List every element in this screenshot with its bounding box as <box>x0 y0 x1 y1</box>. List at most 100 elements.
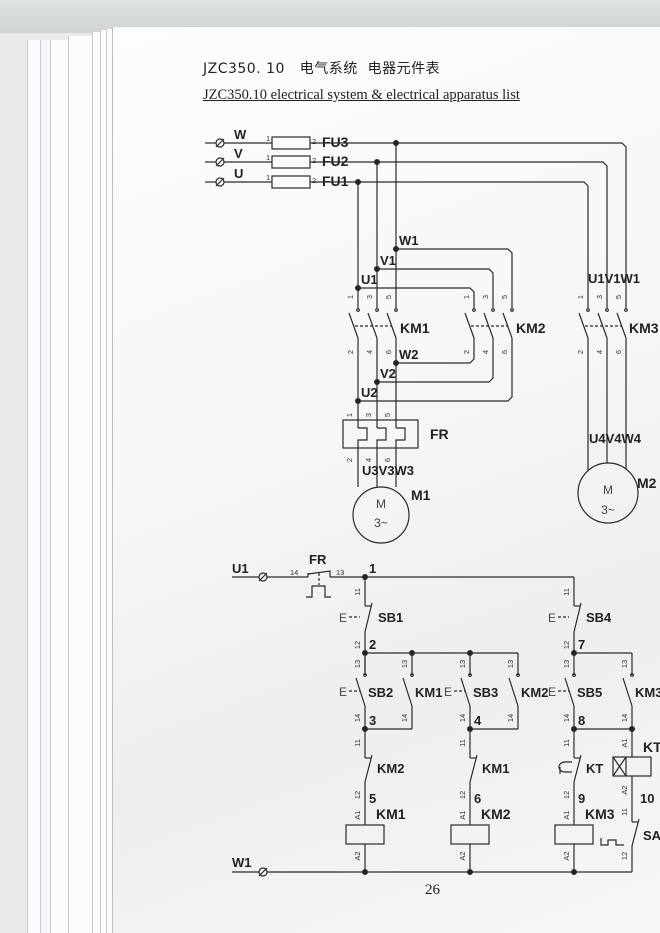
pin-number: A2 <box>562 851 571 860</box>
thermal-relay-fr <box>342 419 419 449</box>
pin-number: 14 <box>620 714 629 722</box>
label-sb5: SB5 <box>577 685 602 700</box>
junction-dot <box>374 379 381 386</box>
pin-number: 6 <box>500 350 509 354</box>
node-label-v1: V1 <box>380 253 396 268</box>
interlock-km1 <box>469 754 478 783</box>
contact-terminal <box>510 308 514 312</box>
pin-number: 2 <box>346 350 355 354</box>
push-button-icon: E <box>339 685 347 699</box>
fuse-label-fu3: FU3 <box>322 134 349 150</box>
motor-symbol: M <box>603 483 613 497</box>
node-label-w2: W2 <box>399 347 419 362</box>
pin-number: 1 <box>576 295 585 299</box>
pin-number: 13 <box>562 660 571 668</box>
coil-km1 <box>345 824 385 845</box>
start-button-sb3 <box>460 677 471 707</box>
contactor-label-km1: KM1 <box>400 320 430 336</box>
phase-bus-w <box>310 142 627 308</box>
motor-phase: 3~ <box>374 516 388 530</box>
terminal-slash <box>258 572 268 582</box>
pin-number: A2 <box>458 851 467 860</box>
motor-phase: 3~ <box>601 503 615 517</box>
pin-number: 2 <box>312 176 316 185</box>
pin-number: 13 <box>400 660 409 668</box>
pin-number: 1 <box>462 295 471 299</box>
junction-dot <box>570 868 577 875</box>
switch-label-sa: SA <box>643 828 660 843</box>
pin-number: 12 <box>458 791 467 799</box>
label-km3: KM3 <box>635 685 660 700</box>
contact-terminal <box>630 673 634 677</box>
contact-terminal <box>624 308 628 312</box>
time-delay-icon <box>558 761 572 774</box>
motor-label-m2: M2 <box>637 475 657 491</box>
aux-contact-km3 <box>622 677 633 707</box>
motor-m2 <box>577 462 639 524</box>
contact-terminal <box>491 308 495 312</box>
power-contact-km3 <box>578 312 589 339</box>
contactor-label-km3: KM3 <box>629 320 659 336</box>
phase-label-u: U <box>234 166 243 181</box>
phase-label-w: W <box>234 127 247 142</box>
pin-number: 3 <box>365 295 374 299</box>
pin-number: 6 <box>614 350 623 354</box>
push-button-icon: E <box>444 685 452 699</box>
pin-number: 13 <box>336 568 344 577</box>
pin-number: 13 <box>620 660 629 668</box>
branch-w1 <box>396 248 513 308</box>
supply-label-u1: U1 <box>232 561 249 576</box>
terminal-slash <box>215 138 225 148</box>
pin-number: 11 <box>620 808 629 816</box>
pin-number: 14 <box>458 714 467 722</box>
power-contact-km2 <box>464 312 475 339</box>
pin-number: 3 <box>481 295 490 299</box>
pin-number: 14 <box>506 714 515 722</box>
fuse-label-fu1: FU1 <box>322 173 349 189</box>
contact-terminal <box>410 673 414 677</box>
label-sb2: SB2 <box>368 685 393 700</box>
node-label: 9 <box>578 791 585 806</box>
heater-element <box>357 427 368 487</box>
pin-number: 4 <box>364 458 373 462</box>
rotary-switch-icon <box>600 838 624 846</box>
document-page <box>112 27 660 933</box>
overload-label: FR <box>430 426 449 442</box>
pin-number: 13 <box>458 660 467 668</box>
terminal-slash <box>258 867 268 877</box>
phase-bus-v <box>310 161 608 308</box>
label-km1: KM1 <box>415 685 442 700</box>
pin-number: 6 <box>383 458 392 462</box>
node-label-u2: U2 <box>361 385 378 400</box>
motor-symbol: M <box>376 497 386 511</box>
contact-terminal <box>472 308 476 312</box>
interlock-km2-label: KM2 <box>377 761 404 776</box>
m1-terminal-label: U3V3W3 <box>362 463 414 478</box>
pin-number: 5 <box>383 413 392 417</box>
page-number: 26 <box>425 882 440 898</box>
pin-number: 13 <box>353 660 362 668</box>
pin-number: 12 <box>353 791 362 799</box>
node-label: 5 <box>369 791 376 806</box>
push-button-icon: E <box>339 611 347 625</box>
junction-dot <box>355 398 362 405</box>
contact-terminal <box>394 308 398 312</box>
pin-number: 5 <box>500 295 509 299</box>
terminal-slash <box>215 157 225 167</box>
contact-terminal <box>363 673 367 677</box>
switch-sa <box>631 818 640 847</box>
contact-terminal <box>356 308 360 312</box>
motor-label-m1: M1 <box>411 487 431 503</box>
interlock-km1-label: KM1 <box>482 761 509 776</box>
pin-number: 5 <box>614 295 623 299</box>
pin-number: 1 <box>266 173 270 182</box>
fuse-label-fu2: FU2 <box>322 153 349 169</box>
start-button-sb2 <box>355 677 366 707</box>
button-label-sb4: SB4 <box>586 610 612 625</box>
aux-contact-km2 <box>508 677 519 707</box>
contact-terminal <box>605 308 609 312</box>
pin-number: A2 <box>353 851 362 860</box>
motor-m1 <box>352 486 410 544</box>
pin-number: 4 <box>481 350 490 354</box>
